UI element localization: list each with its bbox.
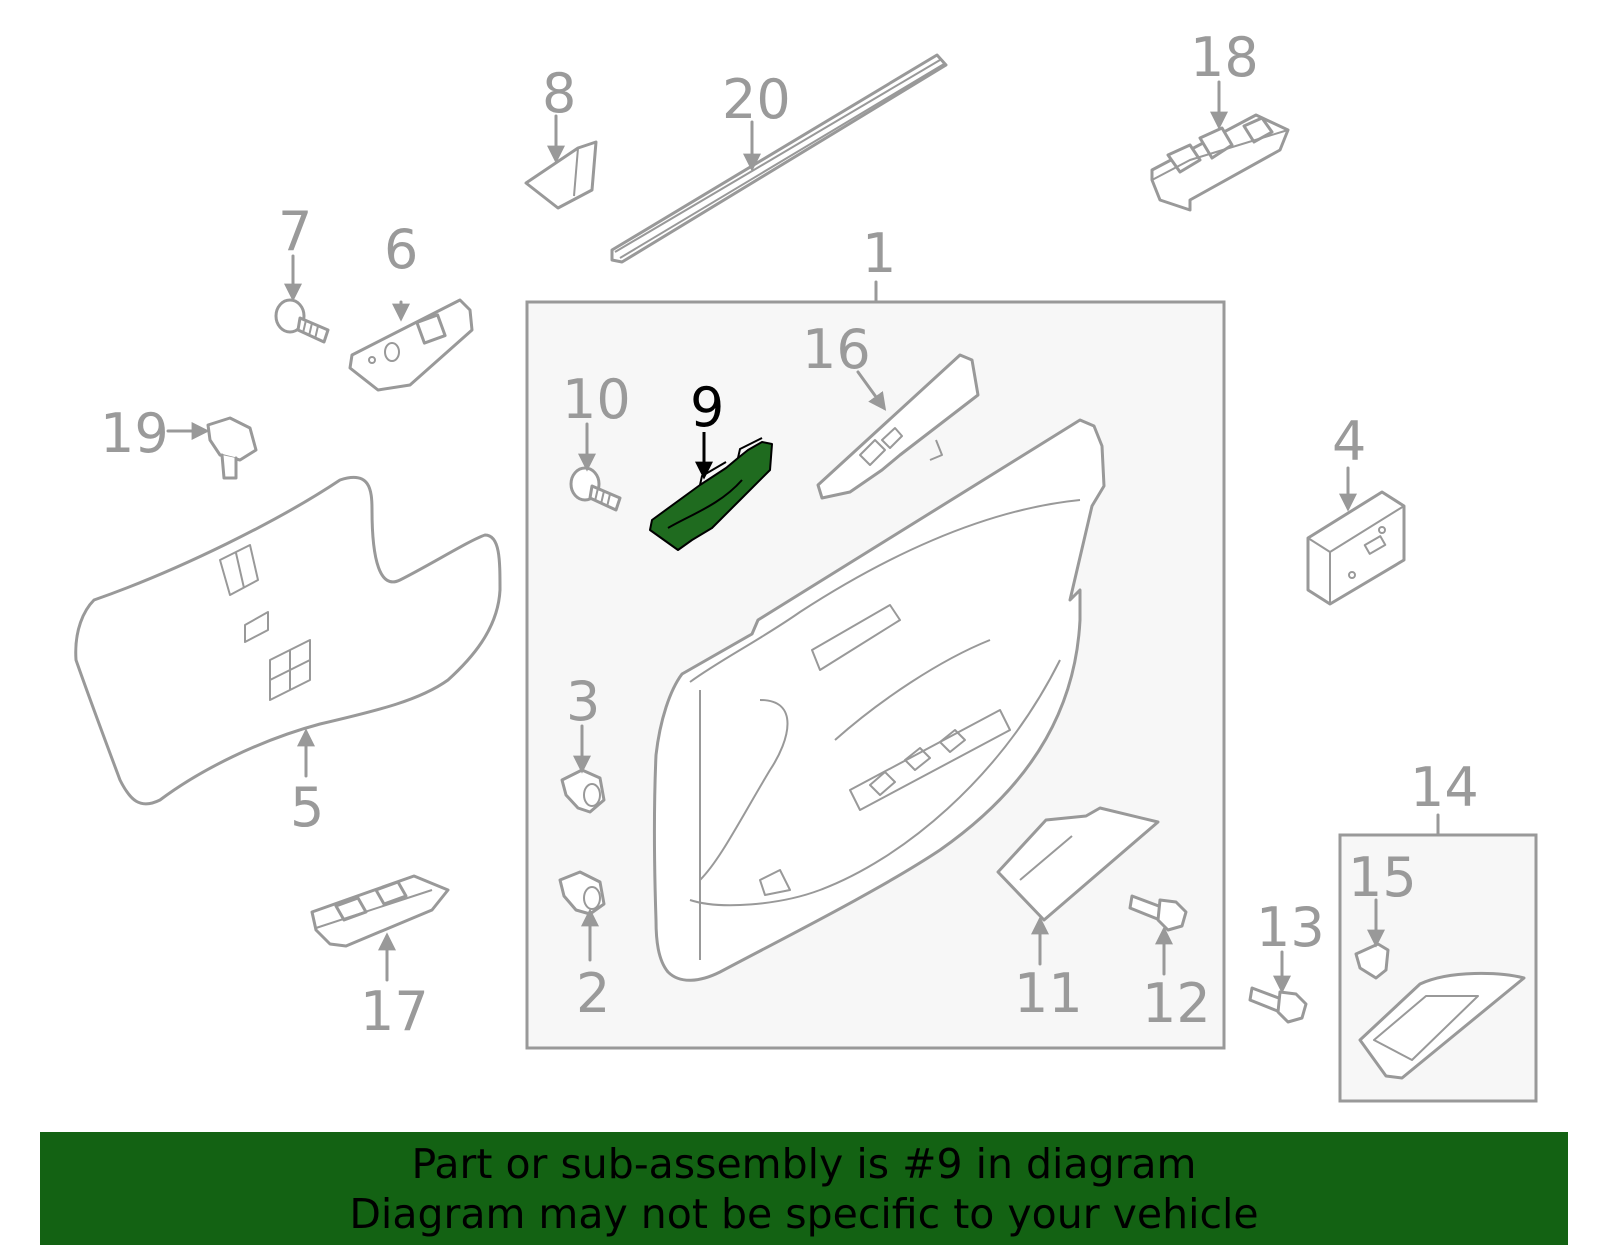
part-14-handle-cover[interactable] xyxy=(1358,971,1526,1080)
label-part-4: 4 xyxy=(1332,410,1366,473)
info-banner: Part or sub-assembly is #9 in diagram Di… xyxy=(40,1132,1568,1245)
label-part-13: 13 xyxy=(1256,896,1325,959)
banner-line-1: Part or sub-assembly is #9 in diagram xyxy=(411,1139,1197,1188)
label-part-18: 18 xyxy=(1190,26,1259,89)
label-part-6: 6 xyxy=(384,218,418,281)
part-20-moulding[interactable] xyxy=(610,53,948,264)
label-part-7: 7 xyxy=(278,200,312,263)
label-part-2: 2 xyxy=(576,962,610,1025)
part-18-window-switch[interactable] xyxy=(1150,113,1290,212)
label-part-20: 20 xyxy=(722,68,791,131)
label-part-14: 14 xyxy=(1410,756,1479,819)
part-16-switch-panel[interactable] xyxy=(816,353,980,500)
part-12-bolt[interactable] xyxy=(1128,894,1188,932)
part-19-connector[interactable] xyxy=(206,416,258,480)
label-part-10: 10 xyxy=(562,368,631,431)
part-17-switch[interactable] xyxy=(310,874,450,948)
part-10-screw[interactable] xyxy=(569,466,622,512)
part-1-door-trim-panel[interactable] xyxy=(653,418,1106,982)
label-part-3: 3 xyxy=(566,670,600,733)
label-part-9-highlighted: 9 xyxy=(690,376,724,439)
part-4-module[interactable] xyxy=(1306,490,1406,606)
label-part-12: 12 xyxy=(1142,972,1211,1035)
leader-arrows xyxy=(166,80,1385,994)
banner-line-2: Diagram may not be specific to your vehi… xyxy=(349,1189,1259,1238)
label-part-16: 16 xyxy=(802,318,871,381)
label-part-5: 5 xyxy=(290,776,324,839)
label-part-15: 15 xyxy=(1348,846,1417,909)
part-5-water-shield[interactable] xyxy=(74,475,502,806)
part-7-screw[interactable] xyxy=(274,298,330,344)
label-part-11: 11 xyxy=(1014,962,1083,1025)
label-part-17: 17 xyxy=(360,980,429,1043)
part-6-bezel[interactable] xyxy=(348,298,474,392)
label-part-1: 1 xyxy=(862,222,896,285)
label-part-8: 8 xyxy=(542,62,576,125)
part-8-trim[interactable] xyxy=(524,140,598,210)
label-part-19: 19 xyxy=(100,402,169,465)
part-13-bolt[interactable] xyxy=(1248,986,1308,1024)
